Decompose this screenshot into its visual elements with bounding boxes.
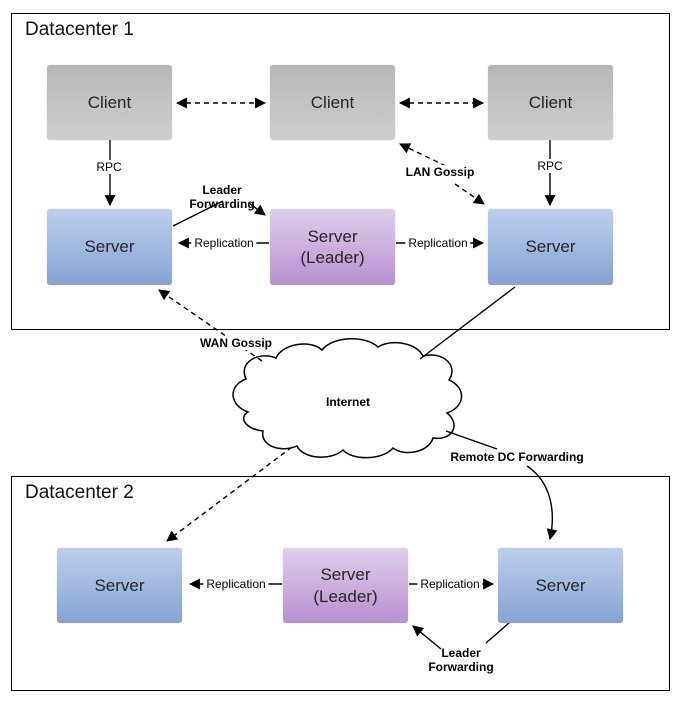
client-node-2-label: Client	[310, 92, 355, 112]
wan-gossip-arrow-up	[158, 289, 263, 362]
remote-dc-forwarding-arrow	[526, 465, 558, 541]
client-node-3: Client	[488, 65, 613, 140]
replication-label-dc1-left: Replication	[191, 236, 257, 250]
server-node-dc1-right: Server	[488, 209, 613, 285]
server-to-cloud-line	[419, 286, 516, 360]
datacenter2-boundary	[11, 476, 670, 691]
leader-server-dc2-label: Server	[320, 565, 371, 585]
leader-server-dc2-sublabel: (Leader)	[313, 586, 378, 606]
server-node-dc2-left: Server	[57, 548, 182, 623]
server-node-dc2-right-label: Server	[535, 575, 586, 595]
leader-forwarding-arrow-dc2	[412, 625, 442, 650]
server-node-dc1-left-label: Server	[84, 237, 135, 257]
client-node-1-label: Client	[87, 92, 132, 112]
remote-dc-forwarding-line	[445, 430, 498, 450]
leader-forwarding-arrow-dc1	[248, 202, 266, 216]
lan-gossip-arrow-down	[454, 183, 485, 205]
lan-gossip-label: LAN Gossip	[402, 165, 478, 179]
replication-label-dc2-right: Replication	[417, 577, 483, 591]
leader-server-dc1-sublabel: (Leader)	[300, 248, 365, 267]
leader-forwarding-label-dc1: Leader Forwarding	[189, 183, 255, 211]
wan-gossip-label: WAN Gossip	[196, 336, 276, 350]
leader-server-node-dc2: Server (Leader)	[283, 548, 408, 623]
leader-forwarding-line-dc1	[172, 200, 224, 227]
wan-gossip-arrow-down	[166, 446, 293, 542]
rpc-label-left: RPC	[93, 160, 125, 174]
datacenter1-title: Datacenter 1	[25, 19, 134, 40]
leader-server-node-dc1: Server (Leader)	[270, 209, 395, 285]
server-node-dc1-left: Server	[47, 209, 172, 285]
lan-gossip-arrow-up	[399, 143, 447, 167]
datacenter2-title: Datacenter 2	[25, 482, 134, 503]
server-node-dc1-right-label: Server	[525, 237, 576, 257]
leader-server-dc1-label: Server	[307, 226, 358, 246]
remote-dc-forwarding-label: Remote DC Forwarding	[447, 450, 587, 464]
client-node-2: Client	[270, 65, 395, 140]
leader-forwarding-line-dc2	[485, 622, 510, 644]
datacenter1-boundary	[11, 13, 670, 330]
client-node-3-label: Client	[528, 92, 573, 112]
client-node-1: Client	[47, 65, 172, 140]
server-node-dc2-left-label: Server	[94, 575, 145, 595]
replication-label-dc2-left: Replication	[203, 577, 269, 591]
internet-label: Internet	[325, 395, 371, 409]
leader-forwarding-label-dc2: Leader Forwarding	[428, 646, 494, 674]
replication-label-dc1-right: Replication	[405, 236, 471, 250]
internet-cloud	[232, 337, 463, 459]
rpc-label-right: RPC	[534, 159, 566, 173]
server-node-dc2-right: Server	[498, 548, 623, 623]
